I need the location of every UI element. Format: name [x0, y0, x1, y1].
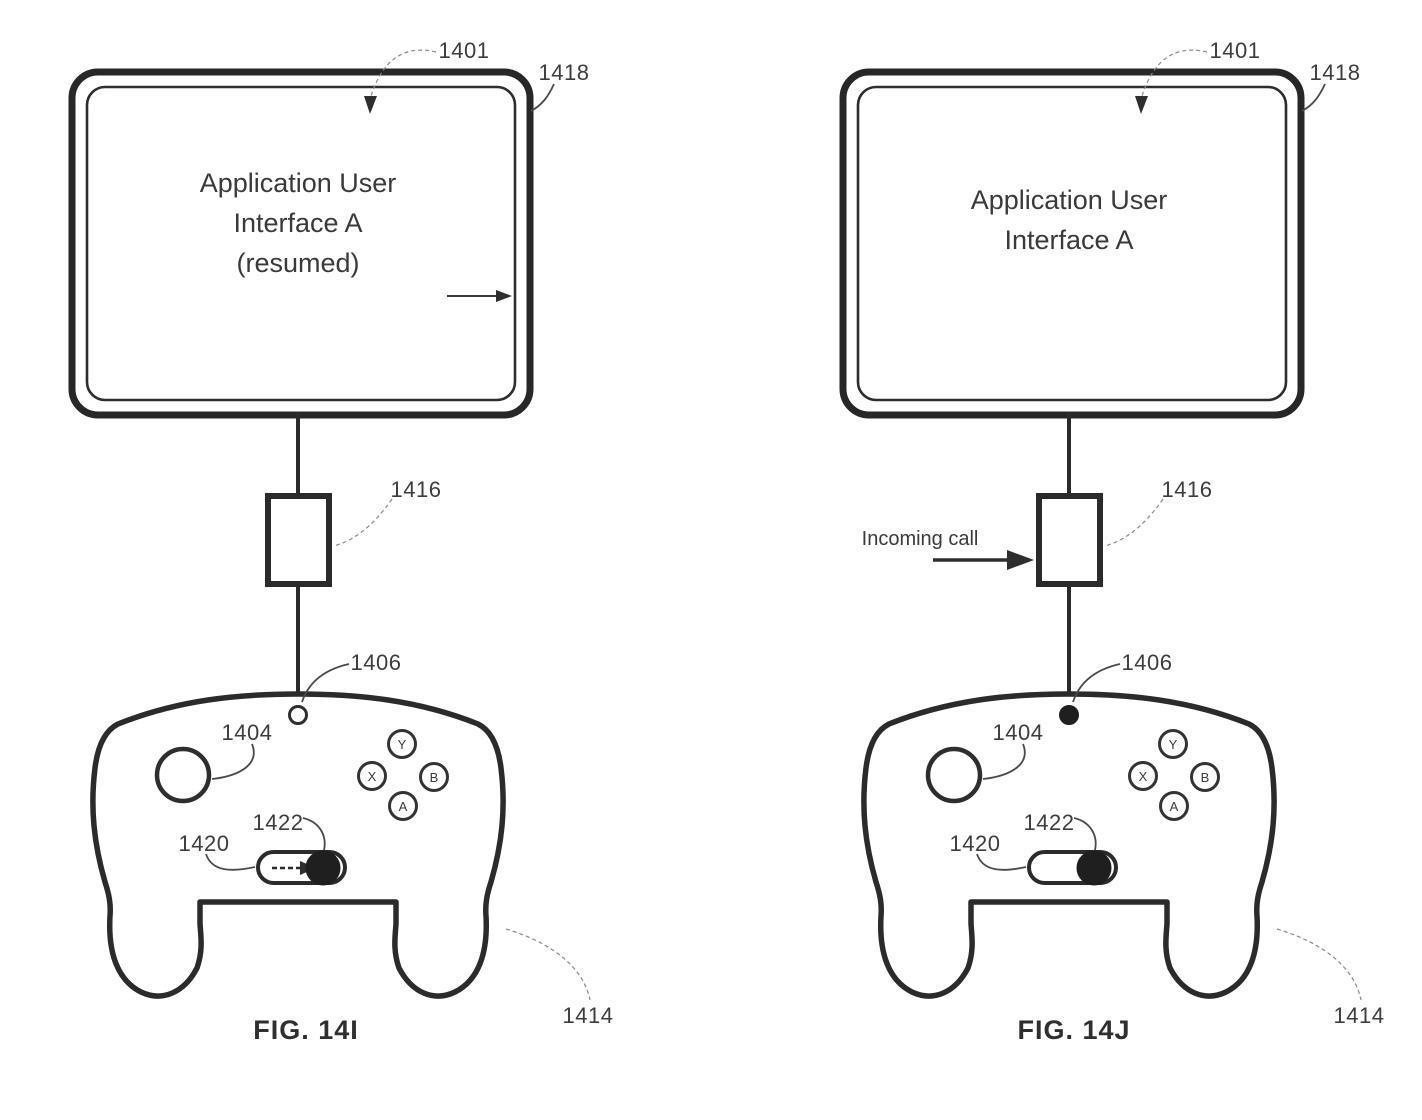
controller-body — [861, 691, 1277, 999]
screen-text-line2: Interface A — [1004, 225, 1133, 255]
thumbstick[interactable] — [154, 746, 212, 804]
screen-text-line1: Application User — [200, 168, 397, 198]
ref-1404: 1404 — [993, 720, 1044, 745]
ref-1406: 1406 — [351, 650, 402, 675]
leader-1414 — [1276, 928, 1362, 1001]
ref-1420: 1420 — [950, 831, 1001, 856]
ref-1401: 1401 — [1210, 38, 1261, 63]
button-a-label: A — [1170, 799, 1179, 814]
figure-caption: FIG. 14I — [253, 1015, 359, 1045]
controller-body — [90, 691, 506, 999]
leader-1404 — [211, 743, 255, 780]
leader-1416 — [333, 498, 393, 547]
status-indicator-light — [1059, 705, 1079, 725]
leader-1404 — [982, 743, 1026, 780]
button-a[interactable]: A — [388, 791, 418, 821]
leader-1418 — [1301, 83, 1326, 112]
button-a-label: A — [399, 799, 408, 814]
ref-1422: 1422 — [253, 810, 304, 835]
figure-caption: FIG. 14J — [1017, 1015, 1130, 1045]
leader-1422 — [302, 817, 326, 851]
tablet-display: Application User Interface A — [839, 68, 1305, 419]
ref-1414: 1414 — [563, 1003, 614, 1028]
ref-1401: 1401 — [439, 38, 490, 63]
incoming-call-annotation: Incoming call — [862, 528, 1034, 570]
button-b-label: B — [1201, 770, 1210, 785]
leader-1418 — [530, 83, 555, 112]
button-a[interactable]: A — [1159, 791, 1189, 821]
leader-1401 — [370, 49, 437, 97]
leader-1414 — [505, 928, 591, 1001]
tablet-display: Application User Interface A (resumed) — [68, 68, 534, 419]
leader-1401-arrowhead — [1135, 96, 1148, 114]
ref-1418: 1418 — [1310, 60, 1361, 85]
figure-14j: Application User Interface A Incoming ca… — [839, 38, 1385, 1045]
button-b[interactable]: B — [419, 762, 449, 792]
slider-knob — [305, 850, 341, 886]
button-x-label: X — [1139, 769, 1148, 784]
button-y[interactable]: Y — [1158, 729, 1188, 759]
tablet-screen — [85, 85, 517, 402]
reference-labels: 1401 1418 1416 1406 1404 1422 1420 1414 — [950, 38, 1385, 1028]
screen-text-line3: (resumed) — [236, 248, 359, 278]
slider-control[interactable] — [256, 850, 347, 886]
right-arrow-icon — [447, 290, 512, 302]
status-indicator-light — [288, 705, 308, 725]
leader-1422 — [1073, 817, 1097, 851]
ref-1406: 1406 — [1122, 650, 1173, 675]
screen-text-line2: Interface A — [233, 208, 362, 238]
incoming-call-label: Incoming call — [862, 528, 979, 550]
incoming-call-arrowhead-icon — [1007, 550, 1034, 570]
ref-1416: 1416 — [391, 477, 442, 502]
button-x[interactable]: X — [357, 761, 387, 791]
slider-control[interactable] — [1027, 850, 1118, 886]
ref-1418: 1418 — [539, 60, 590, 85]
button-b[interactable]: B — [1190, 762, 1220, 792]
adapter-box — [265, 493, 332, 587]
slider-knob — [1076, 850, 1112, 886]
leader-1401-arrowhead — [364, 96, 377, 114]
screen-text-line1: Application User — [971, 185, 1168, 215]
game-controller: Y X B A — [90, 691, 506, 999]
ref-1422: 1422 — [1024, 810, 1075, 835]
ref-1416: 1416 — [1162, 477, 1213, 502]
leader-1401 — [1141, 49, 1208, 97]
leader-1406 — [301, 663, 350, 703]
ref-1420: 1420 — [179, 831, 230, 856]
figure-14i: Application User Interface A (resumed) Y… — [68, 38, 614, 1045]
ref-1404: 1404 — [222, 720, 273, 745]
leader-1416 — [1104, 498, 1164, 547]
button-x-label: X — [368, 769, 377, 784]
button-b-label: B — [430, 770, 439, 785]
ref-1414: 1414 — [1334, 1003, 1385, 1028]
button-y-label: Y — [1169, 737, 1178, 752]
adapter-box — [1036, 493, 1103, 587]
button-y-label: Y — [398, 737, 407, 752]
game-controller: Y X B A — [861, 691, 1277, 999]
thumbstick[interactable] — [925, 746, 983, 804]
leader-1406 — [1072, 663, 1121, 703]
tablet-screen — [856, 85, 1288, 402]
reference-labels: 1401 1418 1416 1406 1404 1422 1420 1414 — [179, 38, 614, 1028]
button-x[interactable]: X — [1128, 761, 1158, 791]
leader-1420 — [976, 853, 1027, 871]
button-y[interactable]: Y — [387, 729, 417, 759]
leader-1420 — [205, 853, 256, 871]
